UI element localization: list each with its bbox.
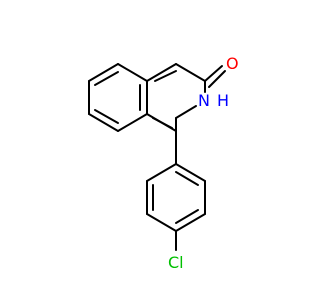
bond: [117, 63, 148, 82]
atom-label-nitrogen: N: [198, 91, 210, 110]
bond: [175, 171, 199, 186]
molecule-structure: O N H Cl: [88, 54, 239, 272]
bond: [94, 109, 119, 124]
bond: [88, 113, 119, 132]
atom-label-oxygen: O: [226, 54, 239, 73]
bond: [152, 117, 173, 129]
bond: [175, 105, 197, 119]
bond: [88, 63, 119, 82]
bond: [175, 209, 199, 224]
atom-label-chlorine: Cl: [168, 253, 184, 272]
bond: [146, 213, 177, 232]
bond: [204, 65, 223, 82]
bond: [146, 163, 177, 182]
bond: [175, 63, 206, 82]
bond: [175, 213, 206, 232]
bond: [146, 63, 177, 82]
bond: [208, 70, 226, 88]
bond: [175, 163, 206, 182]
bond: [94, 71, 119, 86]
bond: [117, 113, 148, 132]
atom-label-nitrogen-h: H: [217, 91, 229, 110]
bond: [154, 70, 177, 82]
